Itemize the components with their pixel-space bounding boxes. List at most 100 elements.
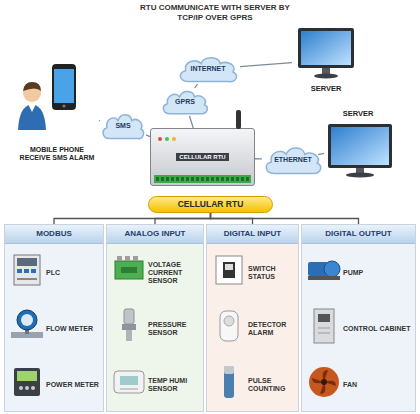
plc-icon — [14, 255, 40, 285]
pulse-counter-icon — [224, 366, 234, 398]
caption-note: RTU COMMUNICATE WITH SERVER BY TCP/IP OV… — [132, 3, 298, 23]
monitor-icon — [298, 28, 354, 68]
cabinet-icon — [314, 309, 334, 343]
device-item: PUMP — [305, 247, 414, 299]
rtu-device-detail — [158, 137, 162, 141]
device-item: VOLTAGE CURRENT SENSOR — [110, 247, 202, 299]
voltage-sensor-icon — [133, 256, 138, 261]
phone-icon — [52, 64, 76, 110]
rtu-device-detail — [154, 110, 251, 183]
switch-icon — [216, 256, 242, 284]
rtu-device-detail — [154, 175, 251, 183]
device-item: PLC — [8, 247, 102, 299]
monitor-icon — [301, 31, 351, 65]
category-header: MODBUS — [5, 225, 103, 244]
phone-icon — [62, 104, 65, 107]
bracket-connector — [54, 213, 211, 224]
detector-icon — [224, 316, 234, 326]
device-label: PULSE COUNTING — [248, 377, 297, 393]
bracket-connector — [211, 213, 359, 224]
network-link — [318, 153, 324, 154]
rtu-device-detail — [236, 110, 241, 129]
plc-icon — [17, 258, 37, 266]
device-item: TEMP HUMI SENSOR — [110, 359, 202, 411]
device-label: PLC — [46, 269, 60, 277]
phone-icon — [52, 64, 76, 110]
pump-icon — [308, 261, 340, 280]
category-panel: DIGITAL OUTPUTPUMPCONTROL CABINETFAN — [301, 224, 416, 412]
monitor-icon — [346, 173, 374, 178]
node-label: GPRS — [175, 98, 195, 106]
flow-meter-icon — [11, 332, 43, 338]
person-icon — [18, 104, 46, 130]
network-link — [189, 116, 193, 128]
pressure-sensor-icon — [124, 309, 134, 324]
plc-icon — [24, 269, 29, 273]
cabinet-icon — [318, 328, 330, 329]
device-label: VOLTAGE CURRENT SENSOR — [148, 261, 202, 285]
rtu-banner: CELLULAR RTU — [148, 196, 273, 213]
category-panel: DIGITAL INPUTSWITCH STATUSDETECTOR ALARM… — [206, 224, 299, 412]
network-link — [195, 84, 198, 88]
category-panel: ANALOG INPUT VOLTAGE CURRENT SENSOR PRESSU… — [106, 224, 204, 412]
cloud-outline — [163, 91, 207, 113]
device-label: PRESSURE SENSOR — [148, 321, 202, 337]
fan-icon — [309, 367, 339, 397]
monitor-icon — [298, 28, 354, 79]
voltage-sensor-icon — [115, 256, 143, 279]
voltage-sensor-icon — [117, 256, 122, 261]
device-item: PULSE COUNTING — [210, 359, 297, 411]
device-label: POWER METER — [46, 381, 99, 389]
rtu-device: CELLULAR RTU — [150, 128, 255, 186]
cloud-outline — [266, 148, 320, 173]
flow-meter-icon — [11, 310, 43, 338]
node-label: SERVER — [343, 110, 374, 119]
temp-humi-sensor-icon — [114, 371, 144, 393]
monitor-icon — [328, 124, 392, 178]
switch-icon — [216, 256, 242, 284]
person-icon — [23, 82, 41, 91]
cloud-outline — [103, 115, 143, 139]
category-panel: MODBUS PLC FLOW METER POWER METER — [4, 224, 104, 412]
device-item: DETECTOR ALARM — [210, 303, 297, 355]
network-link — [255, 158, 262, 160]
power-meter-icon — [17, 371, 37, 381]
temp-humi-sensor-icon — [120, 388, 138, 390]
power-meter-icon — [19, 386, 23, 390]
voltage-sensor-icon — [125, 256, 130, 261]
bracket-connector — [155, 213, 211, 224]
device-item: PRESSURE SENSOR — [110, 303, 202, 355]
voltage-sensor-icon — [115, 261, 143, 279]
fan-icon — [321, 379, 327, 385]
network-cloud: INTERNET — [176, 54, 240, 84]
rtu-device-detail — [172, 137, 176, 141]
pressure-sensor-icon — [122, 309, 136, 341]
device-label: FLOW METER — [46, 325, 93, 333]
device-item: POWER METER — [8, 359, 102, 411]
fan-icon — [309, 367, 339, 397]
detector-icon — [220, 311, 238, 341]
pulse-counter-icon — [224, 366, 234, 374]
device-label: PUMP — [343, 269, 363, 277]
device-item: SWITCH STATUS — [210, 247, 297, 299]
pressure-sensor-icon — [126, 330, 132, 341]
pump-icon — [324, 261, 340, 277]
pump-icon — [308, 262, 328, 276]
person-icon — [28, 104, 36, 112]
power-meter-icon — [14, 368, 40, 396]
power-meter-icon — [14, 368, 40, 396]
node-label: CELLULAR RTU — [176, 153, 228, 162]
flow-meter-icon — [21, 314, 33, 326]
cabinet-icon — [314, 309, 334, 343]
monitor-icon — [331, 127, 389, 165]
server-node: SERVER — [292, 26, 360, 94]
category-header: ANALOG INPUT — [107, 225, 203, 244]
fan-icon — [323, 370, 328, 382]
device-item: FAN — [305, 359, 414, 411]
switch-icon — [225, 264, 233, 270]
plc-icon — [17, 269, 22, 273]
flow-meter-icon — [25, 328, 29, 334]
person-icon — [23, 84, 41, 102]
cabinet-icon — [318, 333, 330, 334]
plc-icon — [14, 255, 40, 285]
